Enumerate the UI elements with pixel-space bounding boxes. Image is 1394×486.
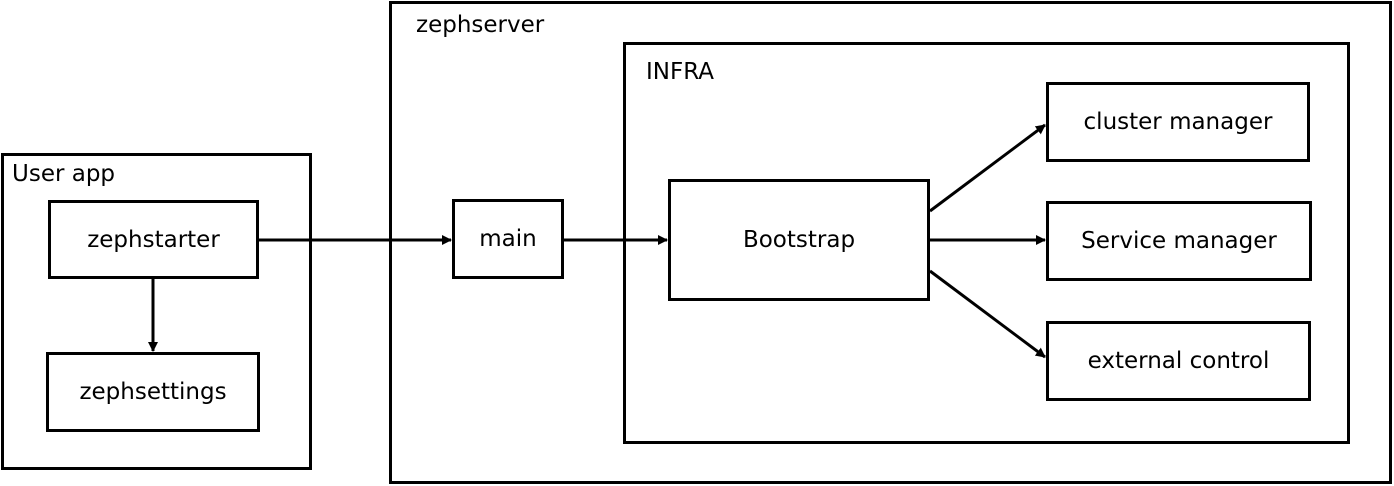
node-bootstrap[interactable]: Bootstrap — [668, 179, 930, 301]
node-zephstarter[interactable]: zephstarter — [48, 200, 259, 279]
group-label-zephserver: zephserver — [416, 12, 545, 38]
group-label-user-app: User app — [12, 161, 116, 187]
node-external-control[interactable]: external control — [1046, 321, 1311, 401]
node-cluster-manager[interactable]: cluster manager — [1046, 82, 1310, 162]
node-main[interactable]: main — [452, 199, 564, 279]
node-zephsettings[interactable]: zephsettings — [46, 352, 260, 432]
node-service-manager[interactable]: Service manager — [1046, 201, 1312, 281]
group-label-infra: INFRA — [646, 59, 715, 85]
